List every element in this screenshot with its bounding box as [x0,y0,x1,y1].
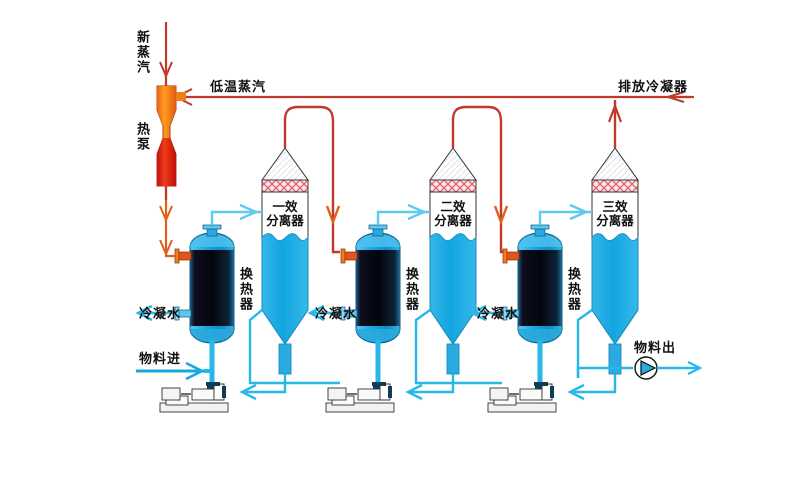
heat-exchanger-1 [174,224,235,389]
condensate-out-3 [469,304,503,322]
vapor-line-1-2 [283,105,341,254]
label-material-out: 物料出 [634,340,677,355]
label-heat-exchanger-3: 换热器 [566,267,581,312]
label-condensate-2: 冷凝水 [315,306,358,321]
separator-2 [429,120,477,375]
label-heat-exchanger-2: 换热器 [404,267,419,312]
label-separator-2: 二效 分离器 [430,200,476,229]
label-heat-exchanger-1: 换热器 [238,267,253,312]
label-material-in: 物料进 [139,351,182,366]
vapor-line-2-3 [451,105,509,254]
heat-exchanger-3 [502,224,563,389]
pump-3 [487,382,557,413]
separator-1-effect: 一效 [272,200,298,214]
label-fresh-steam: 新蒸汽 [135,30,150,75]
separator-1-type: 分离器 [266,214,304,229]
separator-3-effect: 三效 [602,200,628,214]
label-separator-3: 三效 分离器 [592,200,638,229]
label-condensate-1: 冷凝水 [139,306,182,321]
label-discharge-condenser: 排放冷凝器 [618,79,689,94]
label-separator-1: 一效 分离器 [262,200,308,229]
separator-3-type: 分离器 [596,214,634,229]
heat-exchanger-2 [340,224,401,389]
label-low-temp-steam: 低温蒸汽 [210,79,267,94]
condensate-out-2 [307,304,341,322]
separator-2-type: 分离器 [434,214,472,229]
separator-1 [261,120,309,375]
condensate-out-1 [135,304,175,322]
separator-2-effect: 二效 [440,200,466,214]
effect-1-group [135,105,341,413]
pump-2 [325,382,395,413]
material-outlet-line [576,356,703,380]
label-heat-pump: 热泵 [135,122,150,152]
pump-1 [159,382,229,413]
label-condensate-3: 冷凝水 [477,306,520,321]
material-feed-in [136,361,212,381]
separator-3 [591,100,639,375]
effect-2-group [248,105,509,413]
heat-pump-thermocompressor [156,22,186,223]
effect-3-group [414,100,703,413]
